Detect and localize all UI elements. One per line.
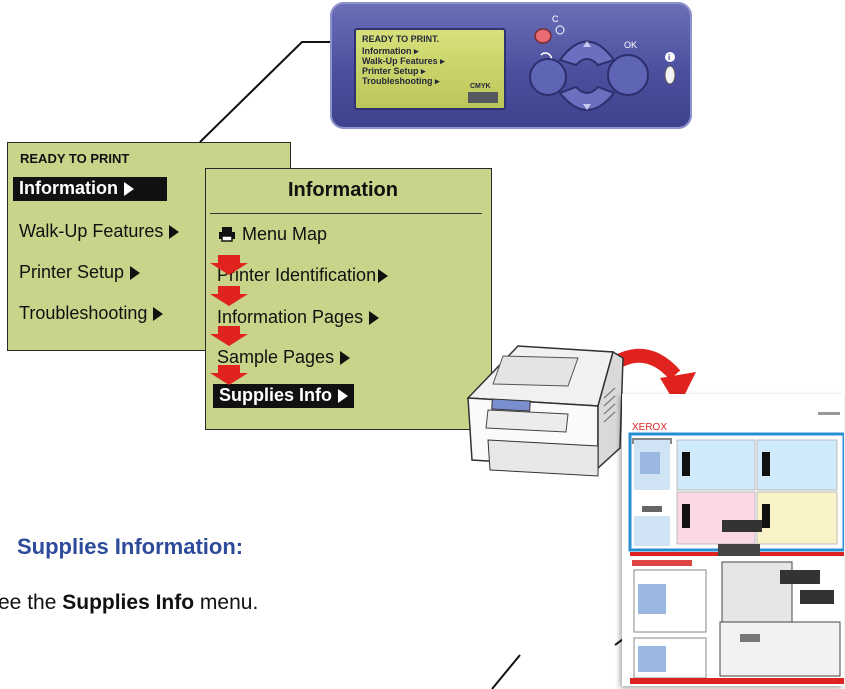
svg-text:i: i bbox=[668, 53, 670, 62]
up-button[interactable] bbox=[558, 40, 616, 67]
menu-item-menu-map[interactable]: Menu Map bbox=[218, 224, 327, 245]
up-arrow-icon bbox=[583, 41, 591, 47]
information-menu-title: Information bbox=[288, 179, 398, 201]
caption-text: ee the Supplies Info menu. bbox=[0, 591, 259, 614]
menu-item-information-pages[interactable]: Information Pages bbox=[217, 307, 380, 328]
ok-label: OK bbox=[624, 40, 637, 50]
chevron-right-icon bbox=[338, 389, 349, 404]
printer-icon bbox=[219, 227, 235, 242]
information-menu-panel: Information Menu Map Printer Identificat… bbox=[205, 168, 492, 430]
down-arrow-icon bbox=[210, 255, 248, 275]
chevron-right-icon bbox=[153, 307, 164, 322]
back-button[interactable] bbox=[529, 52, 567, 96]
main-menu-header: READY TO PRINT bbox=[20, 151, 130, 166]
lcd-line-status: READY TO PRINT. bbox=[362, 34, 440, 44]
menu-item-walk-up-features[interactable]: Walk-Up Features bbox=[19, 221, 180, 242]
down-arrow-icon bbox=[583, 104, 591, 110]
info-icon bbox=[665, 52, 675, 62]
chevron-right-icon bbox=[124, 182, 134, 197]
supplies-info-emphasis: Supplies Info bbox=[62, 591, 195, 614]
chevron-right-icon bbox=[340, 351, 351, 366]
chevron-right-icon bbox=[169, 225, 180, 240]
menu-item-troubleshooting[interactable]: Troubleshooting bbox=[19, 303, 164, 324]
title-divider bbox=[210, 213, 482, 214]
cancel-button[interactable]: C bbox=[534, 14, 565, 44]
supplies-information-heading: Supplies Information: bbox=[17, 534, 244, 559]
info-button[interactable]: i bbox=[664, 52, 676, 85]
toner-gauge bbox=[468, 92, 498, 103]
lcd-line-walkup: Walk-Up Features ▸ bbox=[362, 56, 445, 66]
menu-item-printer-setup[interactable]: Printer Setup bbox=[19, 262, 141, 283]
down-arrow-icon bbox=[210, 365, 248, 385]
xerox-logo: XEROX bbox=[632, 422, 667, 433]
down-arrow-icon bbox=[210, 286, 248, 306]
ok-button[interactable]: OK bbox=[607, 40, 649, 96]
down-button[interactable] bbox=[558, 85, 616, 111]
cmyk-label: CMYK bbox=[470, 83, 491, 90]
menu-item-information[interactable]: Information bbox=[13, 177, 167, 201]
lcd-line-information: Information ▸ bbox=[362, 46, 419, 56]
menu-item-printer-identification[interactable]: Printer Identification bbox=[217, 265, 389, 286]
panel-buttons: C OK i bbox=[529, 14, 676, 111]
cancel-label: C bbox=[552, 14, 559, 24]
menu-item-supplies-info[interactable]: Supplies Info bbox=[213, 384, 355, 408]
lcd-line-setup: Printer Setup ▸ bbox=[362, 66, 426, 76]
printer-illustration bbox=[466, 345, 624, 477]
arrow-head-icon bbox=[660, 372, 696, 408]
lcd-line-troubleshooting: Troubleshooting ▸ bbox=[362, 76, 440, 86]
control-panel-icon bbox=[491, 398, 531, 412]
menu-item-sample-pages[interactable]: Sample Pages bbox=[217, 347, 351, 368]
supplies-report-content: XEROX bbox=[628, 412, 844, 684]
chevron-right-icon bbox=[130, 266, 141, 281]
down-arrow-icon bbox=[210, 326, 248, 346]
chevron-right-icon bbox=[378, 269, 389, 284]
lcd-display: READY TO PRINT. Information ▸ Walk-Up Fe… bbox=[354, 28, 506, 110]
chevron-right-icon bbox=[369, 311, 380, 326]
